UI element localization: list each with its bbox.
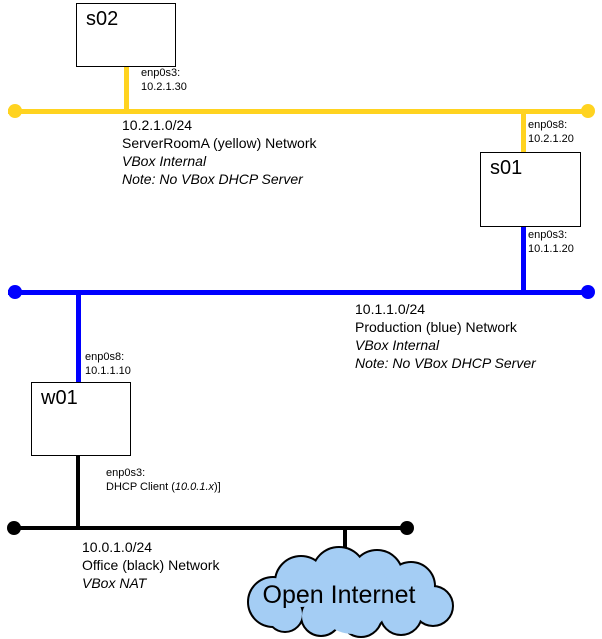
iface-name: enp0s3: bbox=[106, 467, 146, 479]
yellow-endpoint-left bbox=[8, 104, 22, 118]
link-s02-yellow bbox=[124, 67, 129, 111]
network-cidr: 10.0.1.0/24 bbox=[82, 539, 153, 555]
network-note: Note: No VBox DHCP Server bbox=[355, 355, 536, 371]
yellow-endpoint-right bbox=[581, 104, 595, 118]
blue-endpoint-right bbox=[581, 285, 595, 299]
network-cidr: 10.2.1.0/24 bbox=[122, 117, 193, 133]
network-note: Note: No VBox DHCP Server bbox=[122, 171, 303, 187]
network-cidr: 10.1.1.0/24 bbox=[355, 301, 426, 317]
iface-ip: 10.1.1.20 bbox=[528, 243, 574, 255]
blue-network-caption: 10.1.1.0/24 Production (blue) Network VB… bbox=[355, 300, 536, 372]
network-name: Production (blue) Network bbox=[355, 319, 517, 335]
iface-w01-enp0s3: enp0s3: DHCP Client (10.0.1.x)] bbox=[106, 466, 221, 494]
node-s02-label: s02 bbox=[86, 8, 119, 30]
node-s01: s01 bbox=[480, 152, 581, 227]
iface-dhcp-prefix: DHCP Client ( bbox=[106, 481, 175, 493]
internet-cloud: Open Internet bbox=[247, 546, 454, 638]
black-endpoint-left bbox=[7, 521, 21, 535]
blue-network-segment bbox=[8, 290, 592, 295]
iface-s02-enp0s3: enp0s3: 10.2.1.30 bbox=[141, 66, 187, 94]
link-w01-blue bbox=[76, 295, 81, 382]
yellow-network-segment bbox=[8, 109, 592, 114]
iface-dhcp-suffix: )] bbox=[214, 481, 221, 493]
blue-endpoint-left bbox=[8, 285, 22, 299]
node-s01-label: s01 bbox=[490, 157, 523, 179]
iface-dhcp-range: 10.0.1.x bbox=[174, 481, 215, 493]
iface-ip: 10.2.1.30 bbox=[141, 81, 187, 93]
iface-ip: 10.1.1.10 bbox=[85, 365, 131, 377]
iface-w01-enp0s8: enp0s8: 10.1.1.10 bbox=[85, 350, 131, 378]
iface-name: enp0s8: bbox=[85, 351, 125, 363]
yellow-network-caption: 10.2.1.0/24 ServerRoomA (yellow) Network… bbox=[122, 116, 317, 188]
iface-name: enp0s3: bbox=[141, 67, 181, 79]
link-cloud-black bbox=[343, 530, 347, 562]
black-network-segment bbox=[8, 526, 408, 530]
network-type: VBox NAT bbox=[82, 575, 147, 591]
cloud-label: Open Internet bbox=[263, 581, 416, 609]
network-type: VBox Internal bbox=[122, 153, 207, 169]
node-s02: s02 bbox=[76, 3, 176, 67]
iface-s01-enp0s8: enp0s8: 10.2.1.20 bbox=[528, 118, 574, 146]
node-w01: w01 bbox=[31, 382, 131, 456]
iface-s01-enp0s3: enp0s3: 10.1.1.20 bbox=[528, 228, 574, 256]
link-w01-black bbox=[76, 455, 80, 526]
link-s01-yellow bbox=[521, 112, 526, 153]
iface-ip: 10.2.1.20 bbox=[528, 133, 574, 145]
node-w01-label: w01 bbox=[41, 387, 78, 409]
iface-name: enp0s8: bbox=[528, 119, 568, 131]
network-type: VBox Internal bbox=[355, 337, 440, 353]
network-name: ServerRoomA (yellow) Network bbox=[122, 135, 317, 151]
black-network-caption: 10.0.1.0/24 Office (black) Network VBox … bbox=[82, 538, 219, 592]
cloud-body bbox=[249, 548, 452, 636]
black-endpoint-right bbox=[400, 521, 414, 535]
iface-name: enp0s3: bbox=[528, 229, 568, 241]
iface-dhcp: DHCP Client (10.0.1.x)] bbox=[106, 480, 221, 494]
link-s01-blue bbox=[521, 226, 526, 290]
network-name: Office (black) Network bbox=[82, 557, 220, 573]
